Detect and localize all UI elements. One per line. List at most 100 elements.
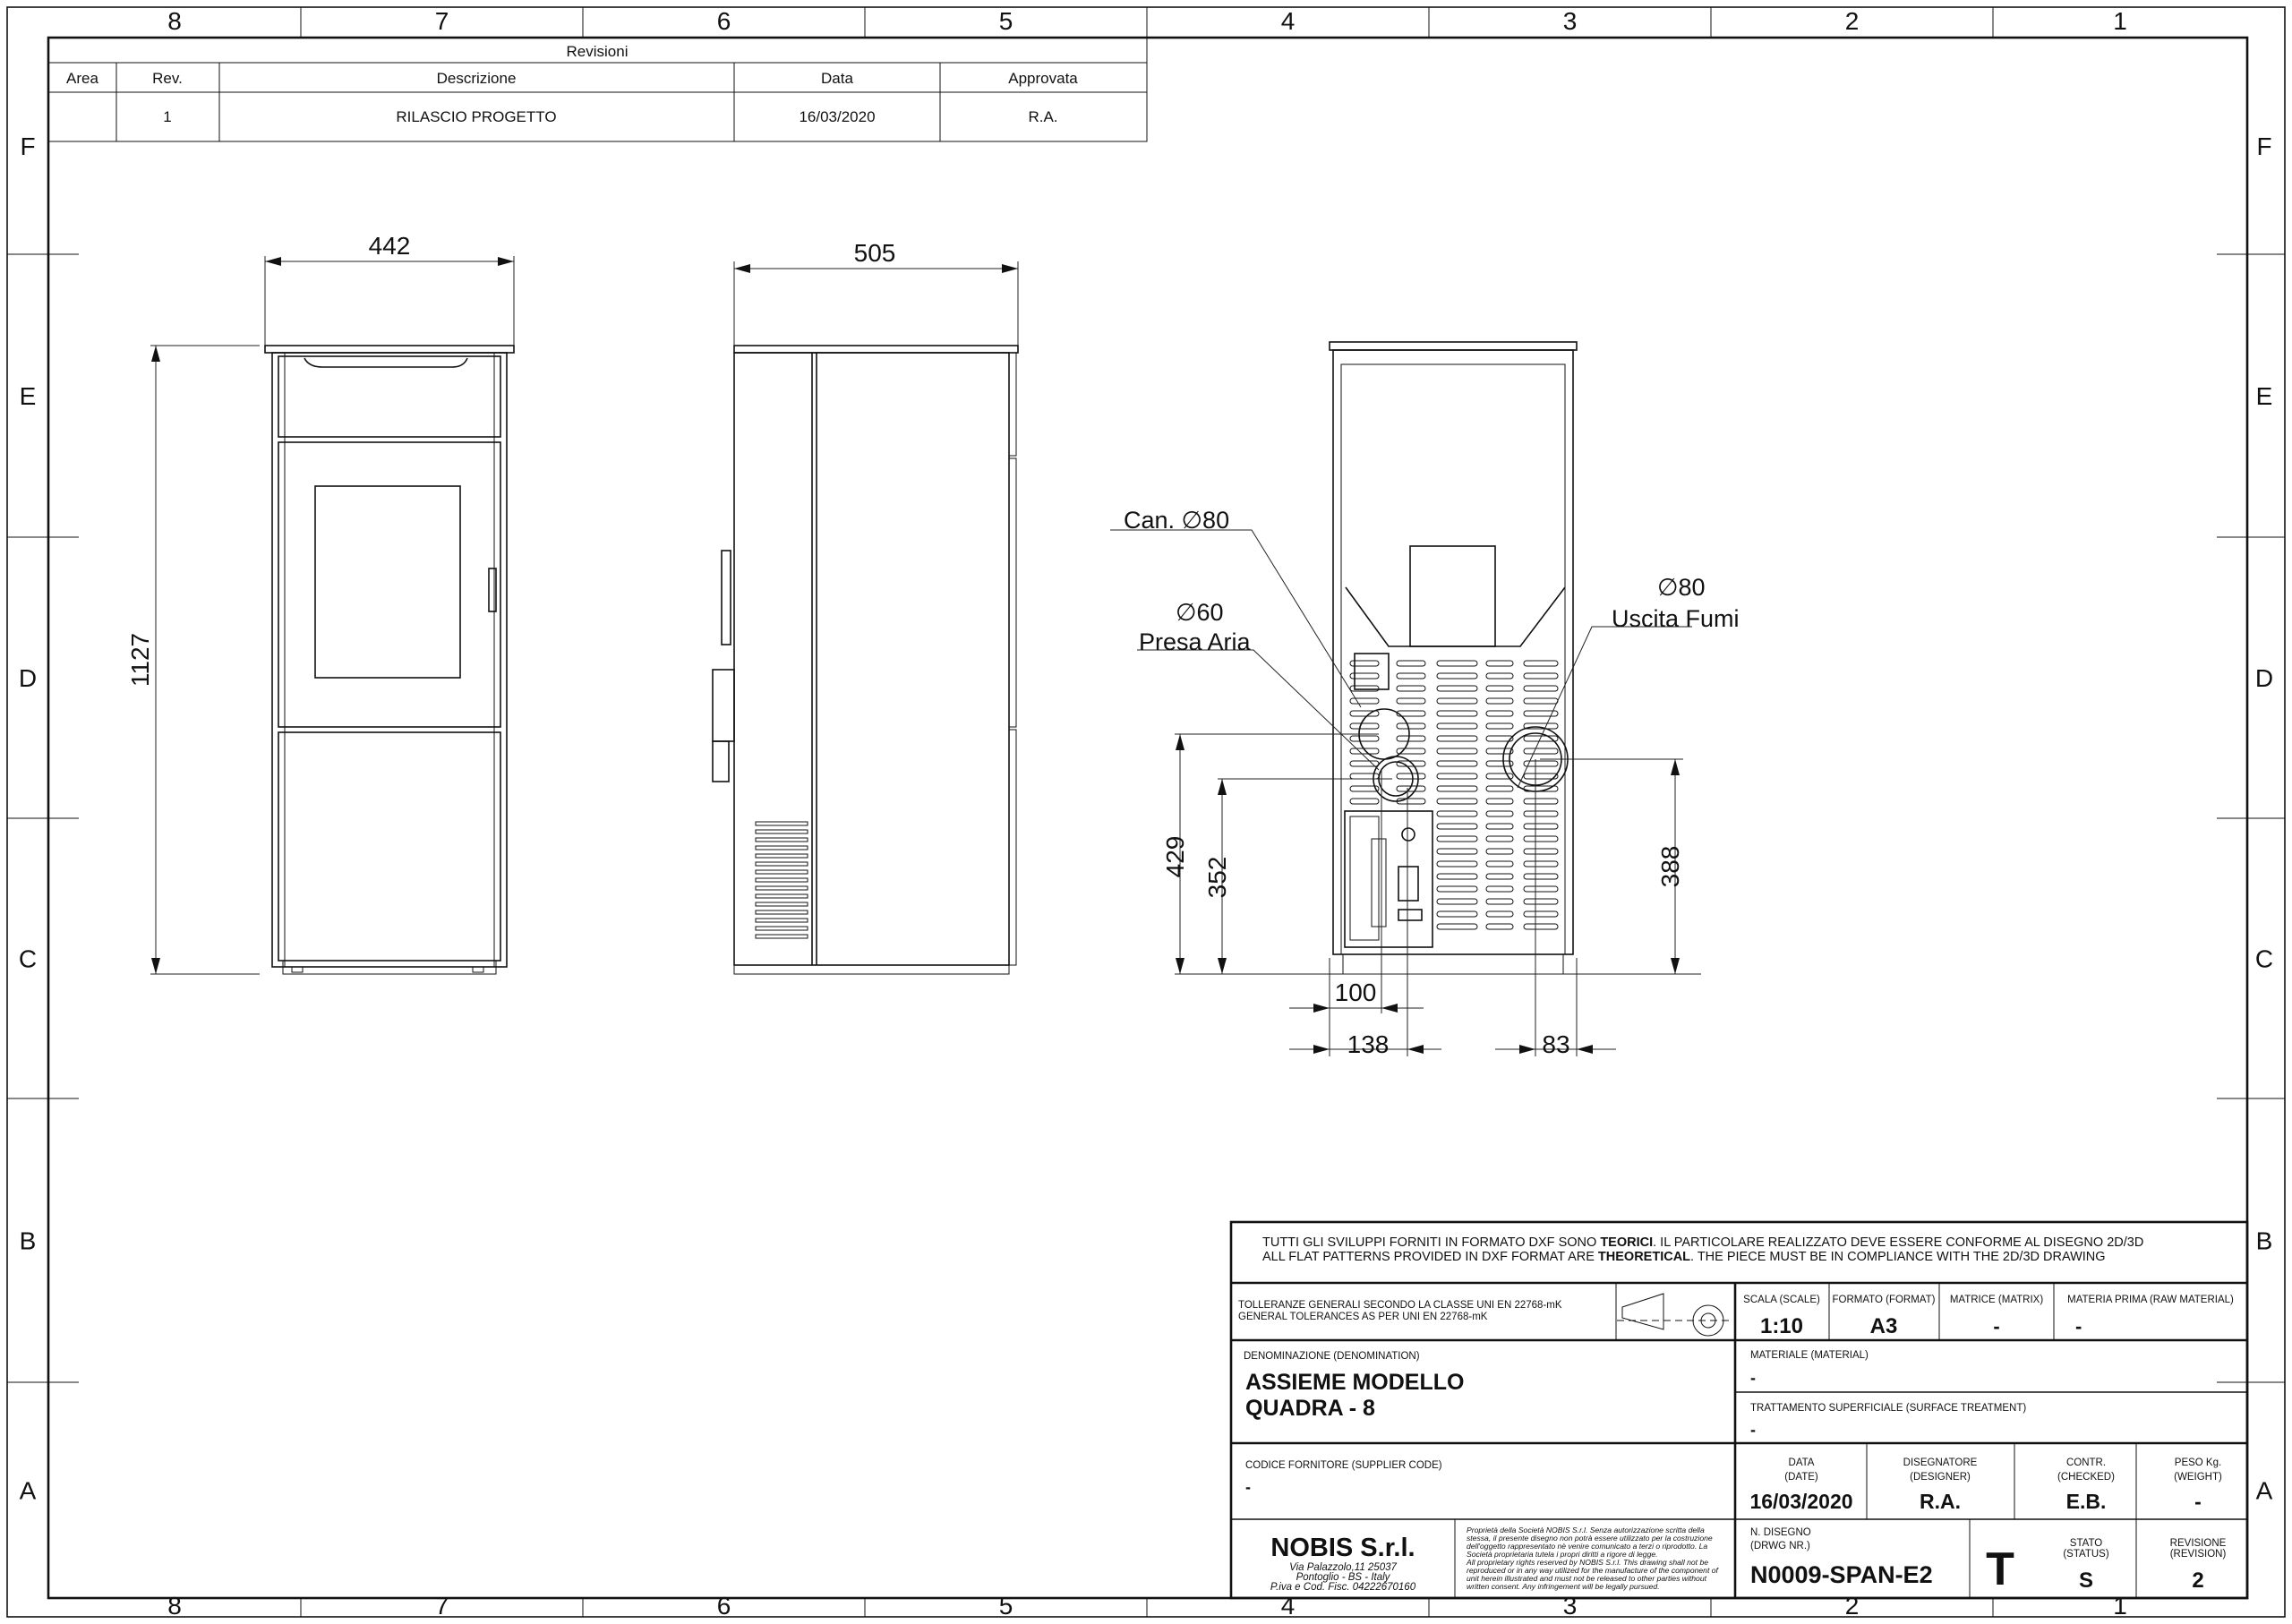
vent-slot bbox=[1485, 672, 1514, 680]
vent-slot bbox=[755, 837, 808, 842]
zone-row-B-left: B bbox=[20, 1227, 37, 1255]
svg-text:All proprietary rights reserve: All proprietary rights reserved by NOBIS… bbox=[1466, 1558, 1708, 1567]
status-label: STATO bbox=[2070, 1538, 2102, 1549]
company-address-2: Pontoglio - BS - Italy bbox=[1296, 1572, 1391, 1583]
vent-slot bbox=[1485, 810, 1514, 817]
zone-column-3-bottom: 3 bbox=[1563, 1592, 1578, 1620]
zone-row-F-right: F bbox=[2256, 132, 2271, 160]
front-width-dimension: 442 bbox=[369, 232, 411, 260]
vent-slot bbox=[1523, 773, 1559, 780]
label-fumi-diameter: ∅80 bbox=[1657, 574, 1706, 601]
vent-slot bbox=[1436, 848, 1478, 855]
vent-slot bbox=[1523, 710, 1559, 717]
vent-slot bbox=[755, 902, 808, 907]
vent-slot bbox=[1485, 685, 1514, 692]
label-presa-aria: Presa Aria bbox=[1139, 628, 1252, 655]
vent-slot bbox=[1436, 873, 1478, 880]
dimension-138: 138 bbox=[1347, 1030, 1390, 1058]
surface-treatment-label: TRATTAMENTO SUPERFICIALE (SURFACE TREATM… bbox=[1750, 1403, 2026, 1414]
zone-row-D-right: D bbox=[2255, 664, 2273, 692]
svg-text:dell'oggetto rappresentato nè: dell'oggetto rappresentato nè venire com… bbox=[1467, 1542, 1707, 1551]
scale-value: 1:10 bbox=[1760, 1314, 1803, 1338]
designer-value: R.A. bbox=[1920, 1490, 1961, 1513]
title-block: TUTTI GLI SVILUPPI FORNITI IN FORMATO DX… bbox=[1229, 1220, 2249, 1600]
side-view: 505 bbox=[712, 239, 1019, 975]
front-height-dimension: 1127 bbox=[126, 633, 154, 687]
dimension-352: 352 bbox=[1203, 857, 1231, 899]
sheet-frame bbox=[6, 6, 2286, 1618]
revision-header-approved: Approvata bbox=[1008, 70, 1078, 87]
zone-column-5-bottom: 5 bbox=[999, 1592, 1013, 1620]
projection-symbol-icon bbox=[1617, 1293, 1730, 1337]
matrix-label: MATRICE (MATRIX) bbox=[1950, 1295, 2044, 1305]
vent-slot bbox=[1396, 697, 1426, 705]
vent-slot bbox=[1485, 785, 1514, 792]
drawing-number: N0009-SPAN-E2 bbox=[1750, 1561, 1933, 1588]
vent-slot bbox=[755, 853, 808, 859]
vent-slot bbox=[1436, 773, 1478, 780]
front-view: 442 1127 bbox=[126, 232, 515, 975]
svg-text:written consent. Any infringem: written consent. Any infringement will b… bbox=[1467, 1582, 1660, 1591]
vent-slot bbox=[1523, 923, 1559, 930]
dimension-83: 83 bbox=[1542, 1030, 1569, 1058]
label-presa-diameter: ∅60 bbox=[1176, 599, 1224, 626]
checked-label: CONTR. bbox=[2066, 1457, 2106, 1468]
zone-column-2-bottom: 2 bbox=[1845, 1592, 1860, 1620]
denomination-line-1: ASSIEME MODELLO bbox=[1245, 1370, 1464, 1395]
vent-slot bbox=[1349, 722, 1380, 730]
drawing-number-label-en: (DRWG NR.) bbox=[1750, 1541, 1810, 1551]
vent-slot bbox=[755, 869, 808, 875]
vent-slot bbox=[1523, 760, 1559, 767]
vent-slot bbox=[1436, 785, 1478, 792]
vent-slot bbox=[1396, 685, 1426, 692]
zone-row-E-right: E bbox=[2256, 382, 2273, 410]
date-value: 16/03/2020 bbox=[1749, 1490, 1852, 1513]
svg-text:Proprietà della Società NOBIS: Proprietà della Società NOBIS S.r.l. Sen… bbox=[1467, 1526, 1705, 1534]
designer-label: DISEGNATORE bbox=[1903, 1457, 1978, 1468]
vent-slot bbox=[1485, 748, 1514, 755]
zone-column-8-bottom: 8 bbox=[167, 1592, 182, 1620]
vent-slot bbox=[1523, 722, 1559, 730]
vent-slot bbox=[1485, 722, 1514, 730]
vent-slot bbox=[1523, 748, 1559, 755]
vent-slot bbox=[1485, 697, 1514, 705]
revision-approved: R.A. bbox=[1028, 108, 1057, 125]
zone-row-F-left: F bbox=[20, 132, 35, 160]
vent-slot bbox=[1436, 710, 1478, 717]
material-label: MATERIALE (MATERIAL) bbox=[1750, 1350, 1869, 1361]
vent-slot bbox=[1485, 735, 1514, 742]
revision-number: 1 bbox=[163, 108, 171, 125]
vent-slot bbox=[1523, 672, 1559, 680]
svg-text:reproduced or in any way utili: reproduced or in any way utilized for th… bbox=[1467, 1566, 1720, 1575]
vent-slot bbox=[1349, 710, 1380, 717]
vent-slot bbox=[1523, 910, 1559, 918]
revision-date: 16/03/2020 bbox=[799, 108, 875, 125]
material-value: - bbox=[1750, 1369, 1756, 1387]
surface-treatment-value: - bbox=[1750, 1421, 1756, 1439]
zone-column-6-top: 6 bbox=[717, 7, 731, 35]
vent-slot bbox=[1523, 697, 1559, 705]
vent-slot bbox=[755, 893, 808, 899]
revision-value: 2 bbox=[2192, 1568, 2203, 1593]
dimension-388: 388 bbox=[1656, 846, 1684, 888]
vent-slot bbox=[1396, 710, 1426, 717]
vent-slot bbox=[1485, 848, 1514, 855]
vent-slot bbox=[1523, 873, 1559, 880]
dxf-note-italian: TUTTI GLI SVILUPPI FORNITI IN FORMATO DX… bbox=[1262, 1235, 2143, 1250]
vent-slot bbox=[1523, 810, 1559, 817]
vent-slot bbox=[1523, 660, 1559, 667]
vent-slot bbox=[1349, 697, 1380, 705]
vent-slot bbox=[1436, 810, 1478, 817]
vent-slot bbox=[1485, 710, 1514, 717]
vent-slot bbox=[1349, 748, 1380, 755]
supplier-code-value: - bbox=[1245, 1478, 1251, 1496]
format-value: A3 bbox=[1870, 1314, 1898, 1338]
zone-column-7-bottom: 7 bbox=[435, 1592, 449, 1620]
vent-slot bbox=[1485, 860, 1514, 868]
vent-slot bbox=[1436, 885, 1478, 893]
drawing-type-letter: T bbox=[1986, 1543, 2014, 1595]
vent-slot bbox=[1436, 923, 1478, 930]
vent-slot bbox=[1436, 798, 1478, 805]
zone-column-8-top: 8 bbox=[167, 7, 182, 35]
vent-slot bbox=[1523, 885, 1559, 893]
